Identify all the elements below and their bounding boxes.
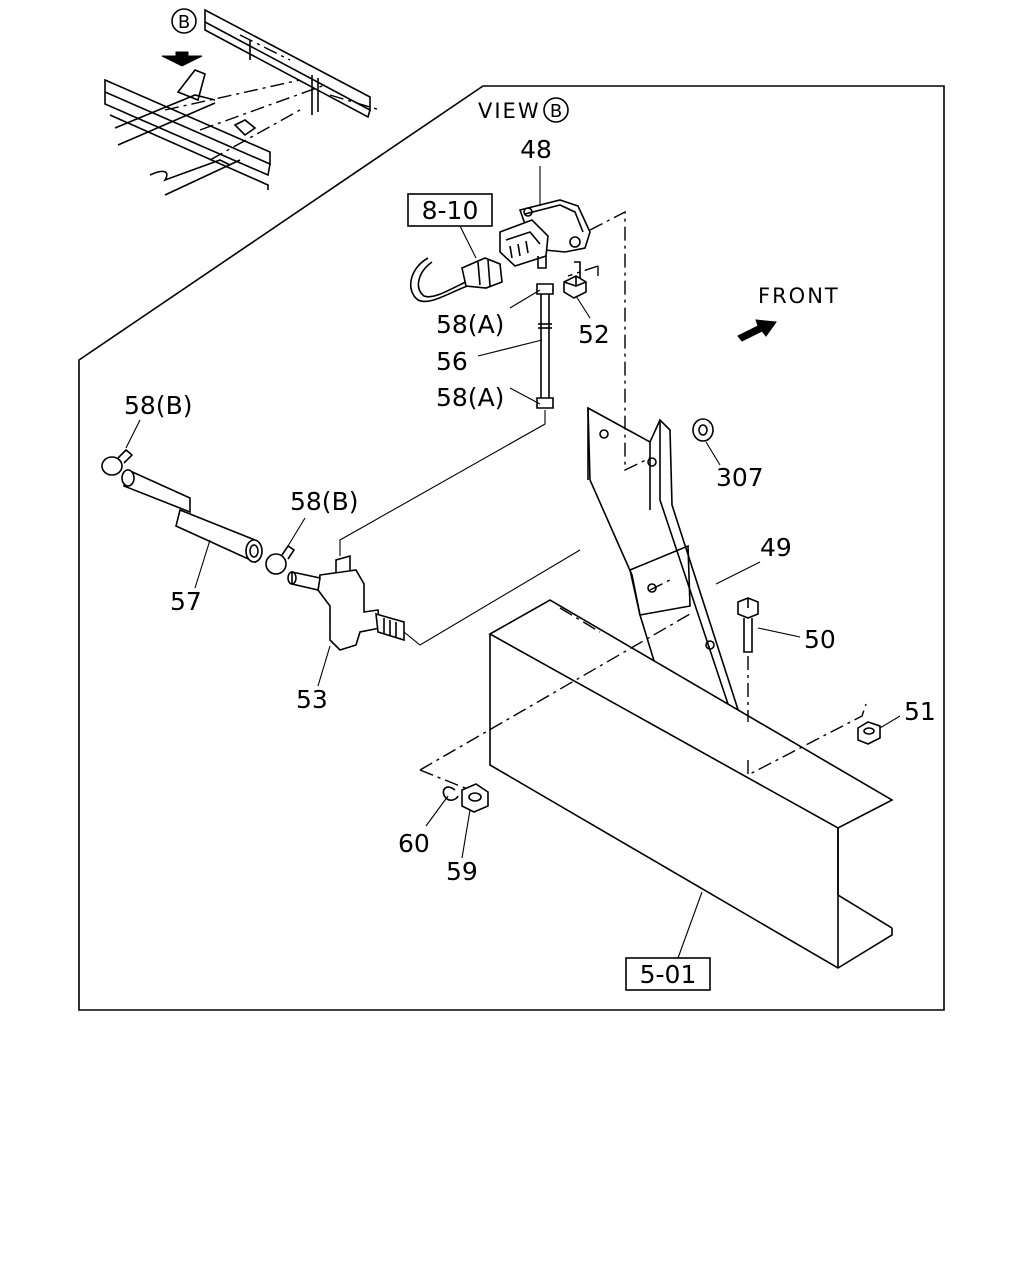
callout-50: 50 xyxy=(804,625,836,654)
callout-52: 52 xyxy=(578,320,610,349)
bolt-50 xyxy=(737,597,759,653)
callouts: 48 8-10 58(A) 52 56 58(A) 58(B) 307 58(B… xyxy=(124,135,936,991)
inset-frame-drawing: B xyxy=(104,8,381,196)
view-marker-circle xyxy=(543,97,569,123)
inset-marker-circle xyxy=(171,8,197,34)
callout-57: 57 xyxy=(170,587,202,616)
nut-51 xyxy=(857,721,881,745)
clip-58b-mid xyxy=(265,544,296,575)
inset-marker-text: B xyxy=(178,12,190,33)
clip-58b-left xyxy=(101,448,134,476)
callout-5-01: 5-01 xyxy=(640,960,697,989)
callout-60: 60 xyxy=(398,829,430,858)
nut-59 xyxy=(461,783,489,813)
callout-5-01-box xyxy=(625,957,711,991)
leader-lines xyxy=(125,166,901,959)
front-label: FRONT xyxy=(758,284,840,308)
connection-lines xyxy=(339,210,867,791)
callout-59: 59 xyxy=(446,857,478,886)
tee-fitting-53 xyxy=(287,554,405,651)
washer-307 xyxy=(692,418,714,442)
callout-49: 49 xyxy=(760,533,792,562)
view-frame xyxy=(78,85,945,1011)
callout-56: 56 xyxy=(436,347,468,376)
harness-8-10 xyxy=(409,257,503,303)
clip-60 xyxy=(442,786,459,801)
callout-8-10: 8-10 xyxy=(422,196,479,225)
view-label: VIEW B xyxy=(478,97,569,123)
frame-rail-5-01 xyxy=(488,599,894,969)
callout-58a-top: 58(A) xyxy=(436,310,504,339)
front-arrow xyxy=(737,319,777,342)
callout-53: 53 xyxy=(296,685,328,714)
view-label-prefix: VIEW xyxy=(478,99,541,123)
callout-58a-bottom: 58(A) xyxy=(436,383,504,412)
bolt-52 xyxy=(563,261,587,299)
sensor-48 xyxy=(499,199,591,269)
callout-58b-mid: 58(B) xyxy=(290,487,358,516)
callout-307: 307 xyxy=(716,463,764,492)
hose-57 xyxy=(121,468,263,564)
callout-8-10-box xyxy=(407,193,493,227)
callout-58b-left: 58(B) xyxy=(124,391,192,420)
hose-56 xyxy=(536,283,554,409)
view-arrow xyxy=(161,51,203,67)
callout-51: 51 xyxy=(904,697,936,726)
callout-48: 48 xyxy=(520,135,552,164)
view-marker-text: B xyxy=(550,101,562,122)
